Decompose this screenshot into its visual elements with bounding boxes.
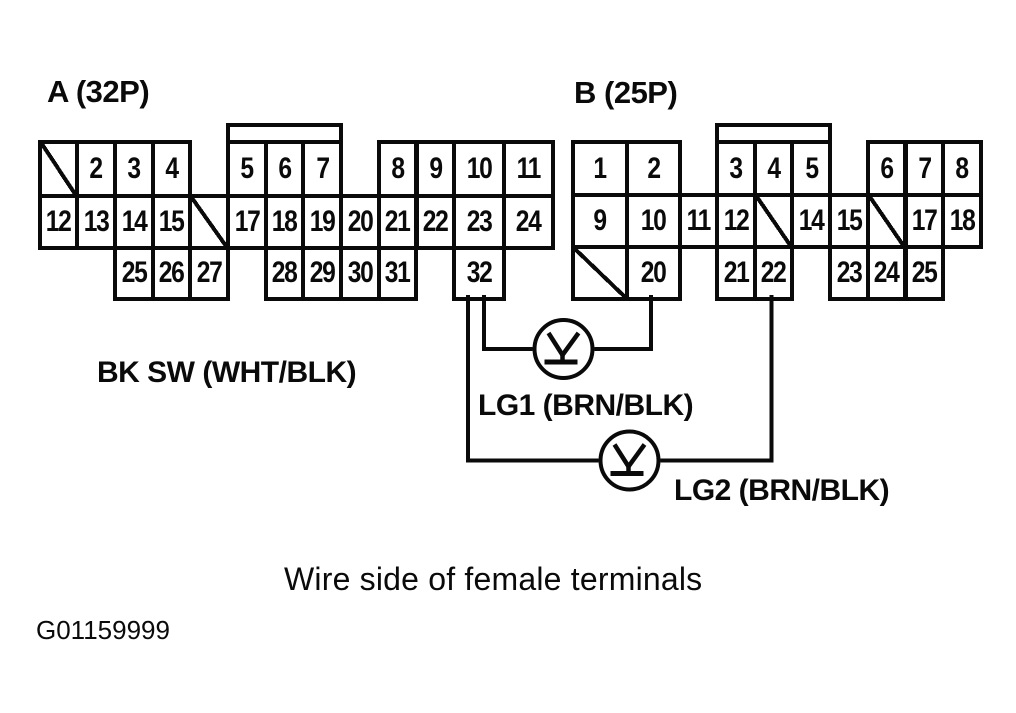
ground-symbol-lg2-mark	[612, 443, 631, 468]
pin-number: 26	[158, 256, 185, 289]
pin-number: 11	[516, 152, 542, 185]
pin-number: 2	[89, 152, 104, 185]
pin-b-unused-r2c8	[865, 193, 908, 249]
pin-number: 3	[127, 152, 142, 185]
pin-number: 15	[158, 204, 185, 238]
ground-symbol-lg2-mark	[626, 443, 647, 468]
pin-b-5: 5	[790, 140, 833, 197]
ground-label-lg1: LG1 (BRN/BLK)	[478, 389, 694, 422]
pin-a-28: 28	[263, 245, 306, 301]
ground-label-lg2: LG2 (BRN/BLK)	[674, 474, 890, 507]
pin-b-10: 10	[624, 193, 682, 249]
connector-a-title: A (32P)	[47, 74, 150, 109]
pin-number: 31	[385, 256, 411, 289]
wire-a32-to-lg1	[482, 295, 533, 351]
figure-id: G01159999	[36, 615, 170, 645]
pin-number: 13	[83, 204, 110, 238]
pin-number: 10	[640, 204, 667, 237]
pin-number: 20	[347, 204, 373, 238]
pin-number: 22	[422, 204, 449, 238]
pin-number: 12	[723, 204, 749, 237]
pin-b-8: 8	[941, 140, 983, 197]
pin-number: 30	[347, 256, 373, 289]
pin-number: 12	[45, 204, 72, 238]
pin-a-26: 26	[150, 245, 193, 301]
pin-number: 23	[836, 255, 862, 289]
pin-number: 2	[647, 151, 661, 185]
pin-b-20: 20	[624, 245, 682, 301]
pin-number: 20	[640, 255, 667, 289]
pin-number: 18	[272, 204, 298, 238]
pin-a-27: 27	[188, 245, 230, 301]
pin-number: 22	[761, 255, 787, 289]
pin-a-22: 22	[414, 194, 457, 250]
pin-number: 7	[918, 151, 932, 185]
pin-a-unused-r1c1	[37, 140, 80, 198]
pin-number: 8	[391, 152, 405, 185]
pin-number: 8	[955, 151, 970, 185]
pin-number: 24	[516, 204, 542, 238]
ground-symbol-lg1-mark	[560, 331, 581, 357]
pin-number: 23	[466, 204, 493, 238]
ground-symbol-lg1	[532, 318, 595, 380]
pin-number: 9	[429, 152, 443, 185]
pin-a-24: 24	[501, 194, 556, 250]
pin-a-7: 7	[301, 140, 344, 198]
pin-a-32: 32	[452, 245, 506, 301]
figure-caption: Wire side of female terminals	[284, 561, 703, 597]
wire-label-bk-sw: BK SW (WHT/BLK)	[97, 356, 357, 389]
pin-number: 5	[240, 152, 255, 185]
pin-b-22: 22	[752, 245, 795, 301]
pin-number: 19	[309, 204, 336, 238]
pin-number: 7	[316, 152, 330, 185]
pin-b-18: 18	[941, 193, 983, 249]
pin-number: 6	[880, 151, 894, 185]
pin-b-1: 1	[571, 140, 629, 197]
ground-symbol-lg1-mark	[546, 331, 565, 357]
pin-number: 25	[911, 255, 938, 289]
pin-number: 15	[836, 204, 862, 237]
pin-number: 29	[309, 256, 336, 289]
wire-a32-to-lg2	[466, 295, 599, 463]
pin-number: 17	[234, 204, 260, 238]
pin-b-23: 23	[828, 245, 870, 301]
pin-number: 3	[729, 151, 744, 185]
pin-number: 18	[949, 204, 976, 237]
pin-number: 24	[874, 255, 900, 289]
pin-number: 5	[805, 151, 819, 185]
pin-number: 4	[165, 152, 179, 185]
pin-number: 14	[121, 204, 147, 238]
pin-b-25: 25	[903, 245, 946, 301]
pin-number: 9	[593, 204, 608, 237]
pin-number: 27	[196, 256, 223, 289]
ground-symbol-lg1-circle	[532, 318, 595, 380]
pin-number: 28	[272, 256, 298, 289]
pin-b-21: 21	[715, 245, 757, 301]
pin-a-11: 11	[501, 140, 556, 198]
pin-number: 1	[593, 151, 608, 185]
pin-a-31: 31	[376, 245, 419, 301]
pin-number: 14	[798, 204, 825, 237]
pin-b-unused-r3c1	[571, 245, 629, 301]
pin-b-11: 11	[678, 193, 719, 249]
pin-number: 10	[466, 152, 493, 185]
pin-number: 4	[767, 151, 781, 185]
ground-symbol-lg2	[598, 429, 661, 492]
wire-lg1-to-b20	[594, 295, 653, 351]
connector-b-title: B (25P)	[574, 75, 678, 110]
pin-number: 25	[121, 256, 147, 289]
pin-number: 21	[385, 204, 411, 238]
pin-number: 17	[911, 204, 938, 237]
pin-b-24: 24	[865, 245, 908, 301]
pin-number: 21	[723, 255, 749, 289]
pin-number: 11	[686, 204, 712, 237]
wire-lg2-to-b22	[660, 295, 774, 463]
pin-number: 32	[466, 256, 493, 289]
ground-symbol-lg2-circle	[598, 429, 661, 492]
pin-number: 6	[278, 152, 292, 185]
